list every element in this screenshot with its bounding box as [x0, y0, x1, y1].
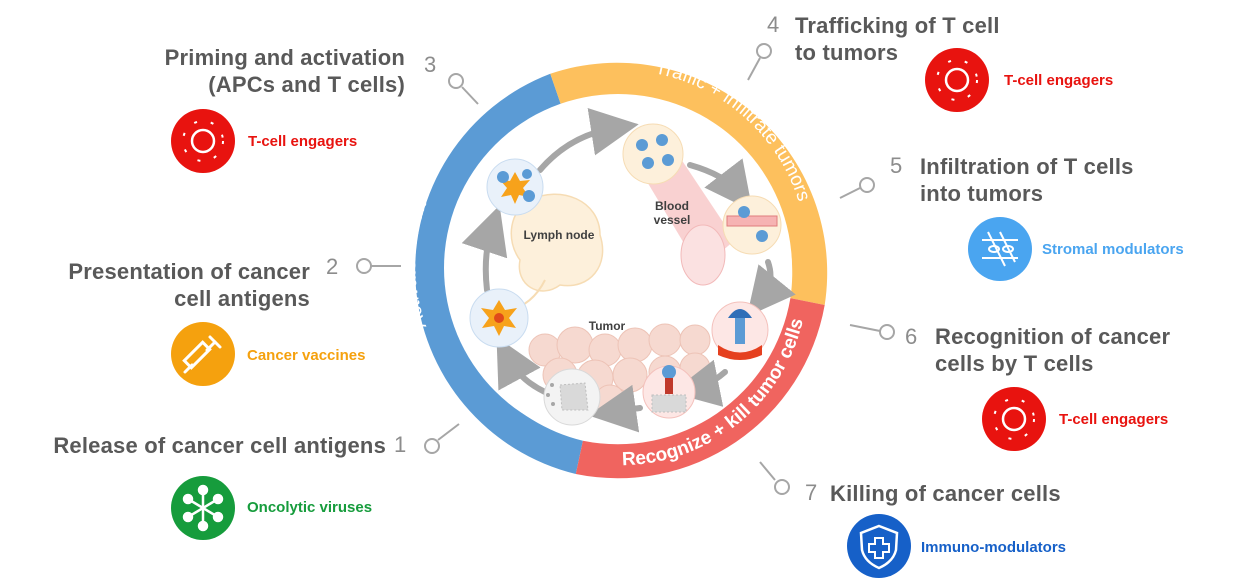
- blood-label: Blood: [655, 199, 689, 213]
- step-7-agent-label: Immuno-modulators: [921, 539, 1066, 556]
- step-6-title-line-1: Recognition of cancer: [935, 324, 1171, 349]
- cell-bubble-trafficking: [622, 123, 684, 185]
- step-7-title: Killing of cancer cells: [830, 480, 1120, 507]
- cell-bubble-antigen-release: [543, 368, 601, 426]
- step-4-agent-label: T-cell engagers: [1004, 72, 1114, 89]
- step-5-number: 5: [890, 153, 903, 178]
- step-4-title-line-2: to tumors: [795, 40, 899, 65]
- cell-bubble-presentation: [469, 288, 529, 348]
- step-7-title-line: Killing of cancer cells: [830, 481, 1061, 506]
- lymph-node-label: Lymph node: [524, 228, 595, 242]
- step-1-title: Release of cancer cell antigens: [10, 432, 386, 459]
- step-2-number: 2: [326, 254, 339, 279]
- ring-segment-traffic: [550, 62, 828, 305]
- step-1-number: 1: [394, 432, 407, 457]
- cell-bubble-recognition: [711, 301, 769, 360]
- step-3-title-line-1: Priming and activation: [164, 45, 405, 70]
- step-2-agent-label: Cancer vaccines: [247, 347, 366, 364]
- step-7-number: 7: [805, 480, 818, 505]
- shield-cross-icon: [847, 514, 911, 578]
- step-3-number: 3: [424, 52, 437, 77]
- step-2-title-line-2: cell antigens: [174, 286, 310, 311]
- step-5-title-line-1: Infiltration of T cells: [920, 154, 1134, 179]
- step-6-agent-label: T-cell engagers: [1059, 411, 1169, 428]
- t-cell-icon: [171, 109, 235, 173]
- step-6-title-line-2: cells by T cells: [935, 351, 1094, 376]
- step-3-agent-label: T-cell engagers: [248, 133, 358, 150]
- syringe-icon: [171, 322, 235, 386]
- step-5-agent-label: Stromal modulators: [1042, 241, 1184, 258]
- cycle-arrows: [461, 107, 796, 433]
- virus-network-icon: [171, 476, 235, 540]
- ring-segment-recognize: [575, 298, 825, 479]
- step-1-title-line: Release of cancer cell antigens: [53, 433, 386, 458]
- tumor-label: Tumor: [589, 319, 626, 333]
- step-2-title: Presentation of cancer cell antigens: [10, 258, 310, 312]
- step-2-title-line-1: Presentation of cancer: [68, 259, 310, 284]
- step-3-title: Priming and activation (APCs and T cells…: [100, 44, 405, 98]
- step-6-number: 6: [905, 324, 918, 349]
- step-4-number: 4: [767, 12, 780, 37]
- vessel-label: vessel: [654, 213, 691, 227]
- step-6-title: Recognition of cancer cells by T cells: [935, 323, 1225, 377]
- cell-bubble-killing: [642, 365, 696, 419]
- step-1-agent-label: Oncolytic viruses: [247, 499, 373, 516]
- step-5-title: Infiltration of T cells into tumors: [920, 153, 1220, 207]
- step-4-title-line-1: Trafficking of T cell: [795, 13, 1000, 38]
- cell-bubble-infiltration: [722, 195, 782, 255]
- t-cell-icon: [925, 48, 989, 112]
- t-cell-icon: [982, 387, 1046, 451]
- step-4-title: Trafficking of T cell to tumors: [795, 12, 1095, 66]
- stroma-icon: [968, 217, 1032, 281]
- step-3-title-line-2: (APCs and T cells): [208, 72, 405, 97]
- ring-segment-activate: [415, 73, 583, 474]
- step-connectors: [356, 43, 895, 495]
- cell-bubble-priming: [486, 158, 544, 216]
- step-5-title-line-2: into tumors: [920, 181, 1044, 206]
- lymph-node-shape: [510, 193, 604, 292]
